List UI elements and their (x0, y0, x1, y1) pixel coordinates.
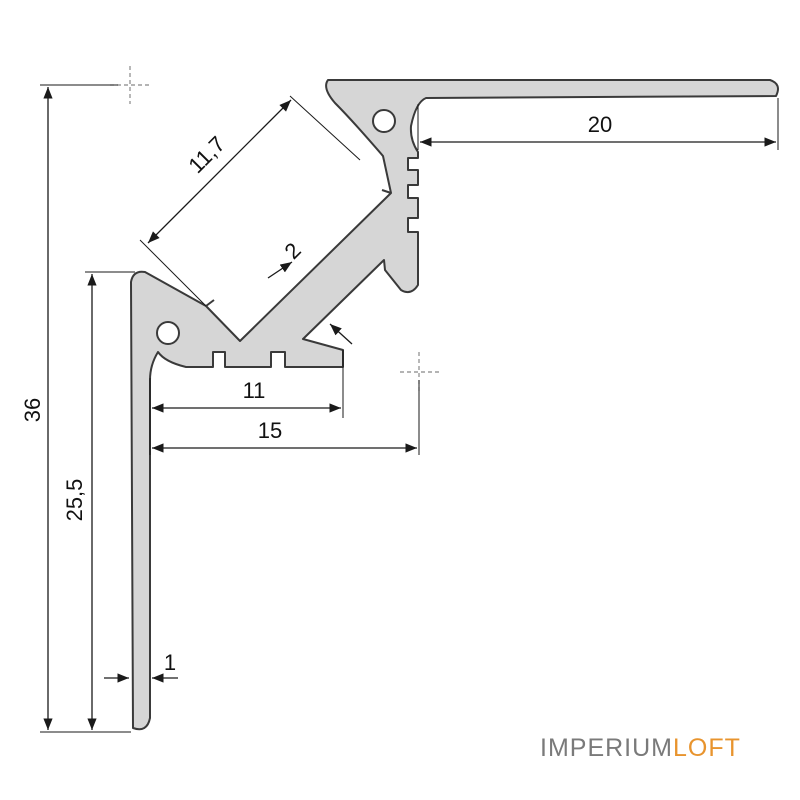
brand-part-2: LOFT (673, 734, 741, 762)
dim-wall-height: 25,5 (62, 479, 87, 522)
center-mark-top (110, 66, 150, 104)
channel-inner-edge (381, 189, 392, 194)
screw-slot-lower (156, 321, 180, 345)
brand-part-1: IMPERIUM (540, 734, 673, 762)
dim-channel-wall: 2 (280, 238, 306, 264)
dim-wall-thickness: 1 (164, 650, 176, 675)
dim-inner-depth: 11 (243, 378, 266, 403)
dim-outer-depth: 15 (258, 418, 282, 443)
dimension-lines (43, 87, 776, 730)
screw-slot-upper (372, 109, 396, 133)
brand-logo: IMPERIUMLOFT (540, 734, 741, 763)
dim-line-channel-wall-a (267, 261, 293, 279)
dim-led-channel-width: 11,7 (183, 131, 230, 178)
dim-top-flange: 20 (588, 112, 612, 137)
channel-inner-edge (205, 299, 215, 307)
center-mark-right (400, 352, 440, 392)
dim-total-height: 36 (20, 398, 45, 422)
extension-lines (40, 84, 779, 733)
dim-line-channel-width (147, 99, 292, 244)
dim-line-channel-wall-b (329, 323, 353, 345)
aluminum-profile-section (130, 79, 779, 731)
